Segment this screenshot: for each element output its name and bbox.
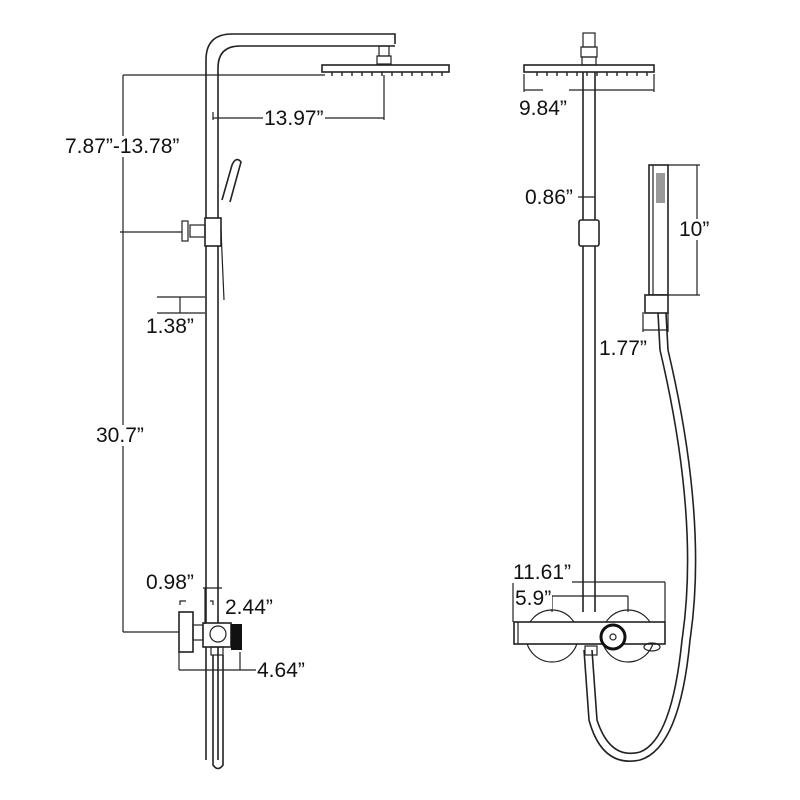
dim-height-adjust: 7.87”-13.78” bbox=[64, 135, 181, 158]
dim-total-depth: 4.64” bbox=[256, 659, 306, 682]
dim-handshower-length: 10” bbox=[678, 218, 711, 241]
thermostatic-bar bbox=[513, 621, 666, 645]
front-view bbox=[512, 32, 700, 762]
riser-inner bbox=[217, 45, 395, 760]
dim-valve-depth: 2.44” bbox=[224, 596, 274, 619]
valve-flange bbox=[178, 611, 194, 653]
riser-outer bbox=[205, 33, 396, 760]
dim-holder-depth: 1.38” bbox=[145, 315, 195, 338]
dim-mixer-width: 11.61” bbox=[512, 561, 572, 584]
rain-head-side bbox=[321, 64, 450, 73]
slide-bracket bbox=[204, 217, 222, 247]
diverter-knob bbox=[599, 623, 627, 651]
dim-riser-height: 30.7” bbox=[95, 424, 145, 447]
handshower-holder bbox=[644, 294, 669, 314]
rain-head-front bbox=[523, 64, 655, 73]
wall-bracket bbox=[181, 220, 189, 242]
dim-pipe-diameter: 0.86” bbox=[524, 186, 574, 209]
dim-head-width: 9.84” bbox=[518, 97, 568, 120]
dim-inlet-spacing: 5.9” bbox=[514, 587, 553, 610]
dim-outlet-offset: 0.98” bbox=[145, 571, 195, 594]
hose bbox=[591, 312, 689, 754]
slide-bracket-front bbox=[578, 219, 600, 247]
arm-connector bbox=[378, 45, 390, 57]
mixer-outlet bbox=[584, 645, 598, 656]
outlet-pipe bbox=[212, 655, 224, 770]
valve-knob bbox=[231, 624, 242, 650]
dim-holder-height: 1.77” bbox=[598, 337, 648, 360]
side-view bbox=[120, 33, 450, 770]
dim-arm-reach: 13.97” bbox=[263, 107, 325, 130]
handshower-side bbox=[221, 158, 242, 203]
